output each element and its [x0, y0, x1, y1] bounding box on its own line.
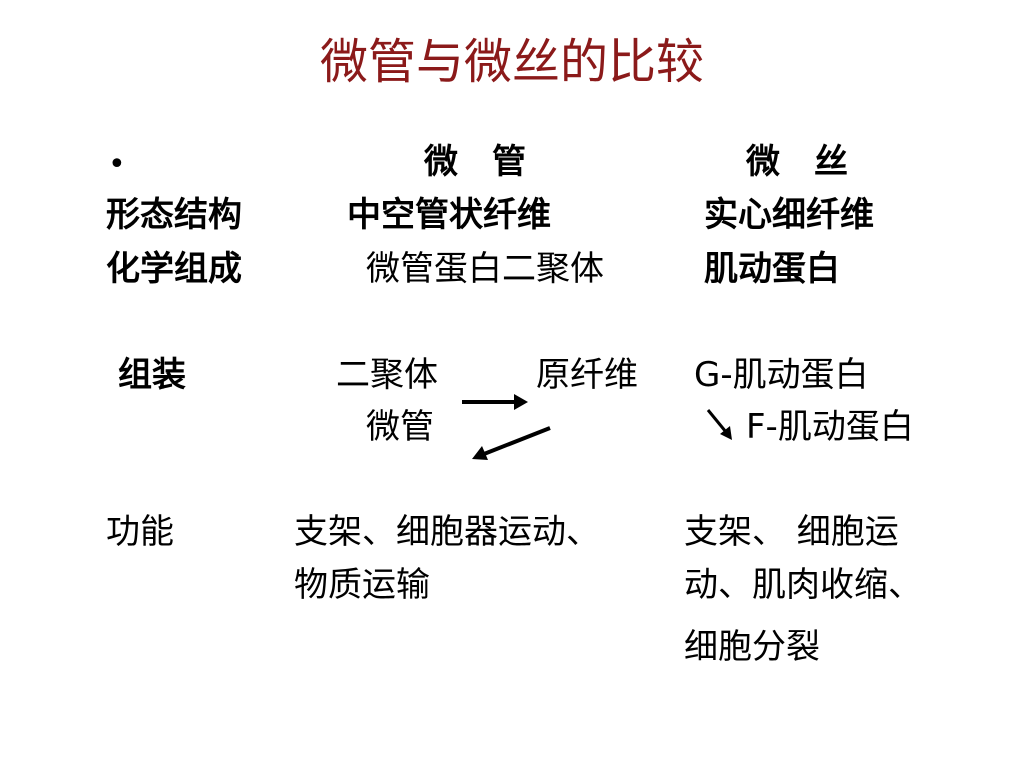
function-microfilament-line1: 支架、 细胞运 — [684, 512, 899, 552]
function-microfilament-line2: 动、肌肉收缩、 — [684, 565, 922, 605]
row-label-assembly: 组装 — [118, 355, 186, 395]
function-microtubule-line1: 支架、细胞器运动、 — [294, 512, 600, 552]
row-label-morphology: 形态结构 — [106, 195, 242, 235]
bullet-point: • — [108, 147, 126, 182]
arrow-down-left-icon — [472, 426, 551, 460]
assembly-dimer: 二聚体 — [336, 355, 438, 395]
morphology-microfilament: 实心细纤维 — [704, 195, 874, 235]
header-microtubule: 微 管 — [424, 142, 526, 182]
assembly-protofilament: 原纤维 — [536, 355, 638, 395]
slide-title: 微管与微丝的比较 — [319, 34, 704, 90]
composition-microfilament: 肌动蛋白 — [704, 249, 840, 289]
function-microfilament-line3: 细胞分裂 — [684, 627, 820, 667]
morphology-microtubule: 中空管状纤维 — [347, 195, 551, 235]
arrow-down-right-icon — [706, 409, 732, 440]
assembly-g-actin: G-肌动蛋白 — [694, 355, 869, 395]
assembly-microtubule: 微管 — [366, 407, 434, 447]
composition-microtubule: 微管蛋白二聚体 — [366, 249, 604, 289]
row-label-composition: 化学组成 — [106, 249, 242, 289]
row-label-function: 功能 — [106, 512, 174, 552]
header-microfilament: 微 丝 — [746, 142, 848, 182]
function-microtubule-line2: 物质运输 — [294, 565, 430, 605]
assembly-f-actin: F-肌动蛋白 — [746, 407, 914, 447]
arrow-right-icon — [462, 394, 528, 410]
